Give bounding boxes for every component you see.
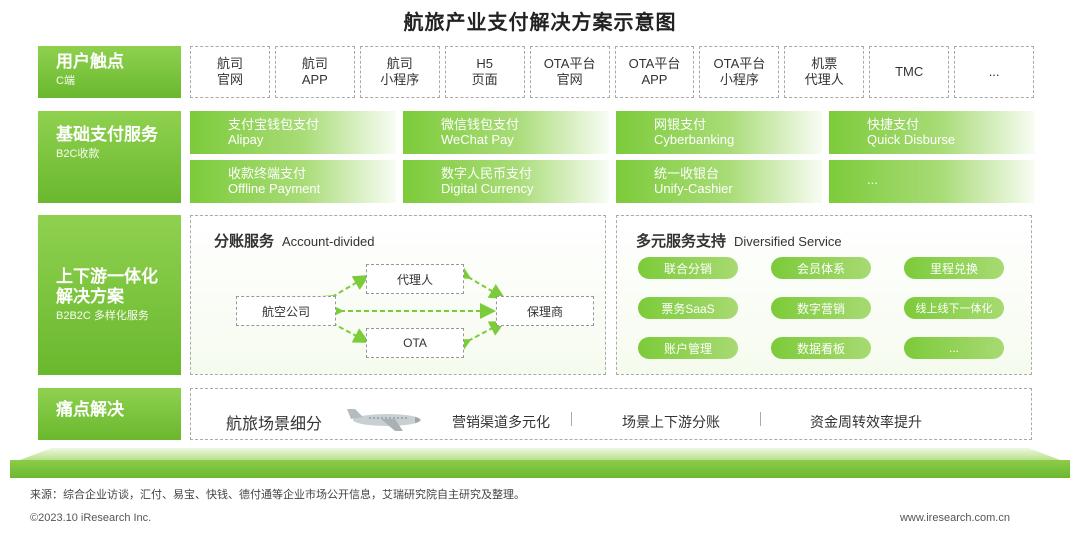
payment-cn: 快捷支付 xyxy=(867,117,920,132)
arrow-airline-agent xyxy=(317,274,370,310)
airplane-icon xyxy=(347,409,421,431)
separator xyxy=(571,412,572,426)
source-note: 来源：综合企业访谈，汇付、易宝、快钱、德付通等企业市场公开信息，艾瑞研究院自主研… xyxy=(30,489,525,501)
payment-cn: 数字人民币支付 xyxy=(441,166,533,181)
diversified-title: 多元服务支持 Diversified Service xyxy=(636,230,842,251)
service-pill: 票务SaaS xyxy=(638,297,738,319)
payment-en: WeChat Pay xyxy=(441,132,514,147)
touchpoint: 机票 代理人 xyxy=(784,46,865,98)
account-title-en: Account-divided xyxy=(282,234,375,249)
row-label-pain-main: 痛点解决 xyxy=(56,400,124,419)
platform-base xyxy=(20,448,1060,460)
payment-cn: 收款终端支付 xyxy=(228,166,307,181)
payment-en: Alipay xyxy=(228,132,264,147)
touchpoint: OTA平台 APP xyxy=(614,46,695,98)
row-label-solution-sub: B2B2C 多样化服务 xyxy=(56,310,149,322)
node-agent: 代理人 xyxy=(366,264,464,294)
diagram-title: 航旅产业支付解决方案示意图 xyxy=(403,12,677,34)
touchpoint: 航司 小程序 xyxy=(359,46,440,98)
payment-en: Unify-Cashier xyxy=(654,181,733,196)
website-url: www.iresearch.com.cn xyxy=(899,512,1010,524)
payment-tile: ... xyxy=(829,160,1035,203)
service-pill: 线上线下一体化 xyxy=(904,297,1004,319)
arrow-airline-ota xyxy=(317,310,370,343)
pain-point: 营销渠道多元化 xyxy=(452,414,550,430)
service-pill: 联合分销 xyxy=(638,257,738,279)
platform-shadow xyxy=(10,460,1070,478)
pain-point: 资金周转效率提升 xyxy=(810,414,922,430)
row-label-solution: 上下游一体化 解决方案 B2B2C 多样化服务 xyxy=(38,215,181,375)
payment-en: Cyberbanking xyxy=(654,132,735,147)
service-pill: 账户管理 xyxy=(638,337,738,359)
service-pill: 数据看板 xyxy=(771,337,871,359)
touchpoint: 航司 APP xyxy=(274,46,355,98)
node-airline: 航空公司 xyxy=(236,296,336,326)
service-pill: 数字营销 xyxy=(771,297,871,319)
flow-arrows xyxy=(317,264,506,354)
diversified-title-cn: 多元服务支持 xyxy=(636,233,727,250)
payment-cn: 网银支付 xyxy=(654,117,707,132)
payment-cn: 微信钱包支付 xyxy=(441,117,520,132)
arrow-ota-factor xyxy=(453,321,506,354)
payment-cn: 统一收银台 xyxy=(654,166,720,181)
account-divided-title: 分账服务 Account-divided xyxy=(214,230,375,251)
row-label-touch: 用户触点 C端 xyxy=(38,46,181,98)
pain-points-box xyxy=(190,388,1032,440)
touchpoint: TMC xyxy=(869,46,950,98)
payment-cn: ... xyxy=(867,172,878,187)
touchpoint: 航司 官网 xyxy=(190,46,270,98)
node-ota: OTA xyxy=(366,328,464,358)
payment-en: Digital Currency xyxy=(441,181,534,196)
service-pill: 会员体系 xyxy=(771,257,871,279)
payment-en: Quick Disburse xyxy=(867,132,956,147)
row-label-pay-sub: B2C收款 xyxy=(56,148,100,160)
service-pill: 里程兑换 xyxy=(904,257,1004,279)
row-label-touch-main: 用户触点 xyxy=(56,52,124,71)
diversified-title-en: Diversified Service xyxy=(734,234,842,249)
row-label-solution-main: 上下游一体化 解决方案 xyxy=(56,267,158,306)
payment-en: Offline Payment xyxy=(228,181,321,196)
row-label-touch-sub: C端 xyxy=(56,75,75,87)
copyright: ©2023.10 iResearch Inc. xyxy=(30,512,152,524)
touchpoint: OTA平台 小程序 xyxy=(699,46,780,98)
separator xyxy=(760,412,761,426)
pain-point: 航旅场景细分 xyxy=(226,416,323,433)
touchpoint: OTA平台 官网 xyxy=(529,46,610,98)
account-title-cn: 分账服务 xyxy=(214,233,275,250)
pain-point: 场景上下游分账 xyxy=(622,414,720,430)
arrow-agent-factor xyxy=(453,264,506,300)
payment-cn: 支付宝钱包支付 xyxy=(228,117,320,132)
touchpoint-row: 航司 官网 航司 APP 航司 小程序 H5 页面 OTA平台 官网 OTA平台… xyxy=(190,46,1035,98)
service-pill: ... xyxy=(904,337,1004,359)
node-factor: 保理商 xyxy=(496,296,594,326)
row-label-pay-main: 基础支付服务 xyxy=(56,125,158,144)
touchpoint: ... xyxy=(954,46,1035,98)
row-label-pay: 基础支付服务 B2C收款 xyxy=(38,111,181,203)
row-label-pain: 痛点解决 xyxy=(38,388,181,440)
touchpoint: H5 页面 xyxy=(444,46,525,98)
